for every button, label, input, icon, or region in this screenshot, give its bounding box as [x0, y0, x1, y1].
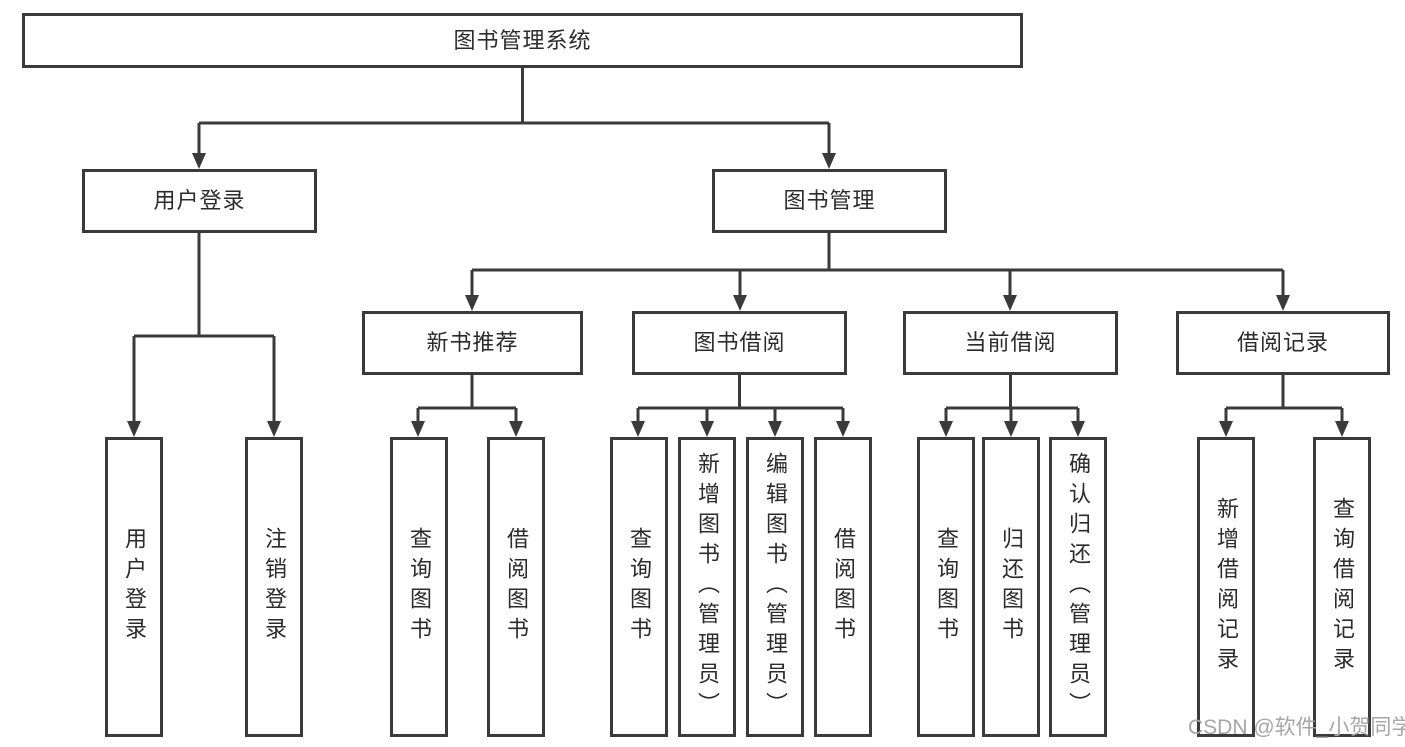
leaf-query-books-recommend: 查询图书 [390, 437, 448, 737]
csdn-watermark: CSDN @软件_小贺同学 [1188, 716, 1405, 739]
leaf-edit-book-admin: 编辑图书（管理员） [746, 437, 804, 737]
node-new-book-recommendation: 新书推荐 [362, 311, 583, 375]
leaf-return-book: 归还图书 [982, 437, 1040, 737]
node-book-borrowing: 图书借阅 [632, 311, 847, 375]
leaf-borrow-books-recommend: 借阅图书 [487, 437, 545, 737]
leaf-query-books-current: 查询图书 [917, 437, 975, 737]
node-user-login: 用户登录 [82, 169, 317, 233]
leaf-logout: 注销登录 [245, 437, 303, 737]
leaf-borrow-books: 借阅图书 [814, 437, 872, 737]
leaf-add-book-admin: 新增图书（管理员） [678, 437, 736, 737]
node-library-system: 图书管理系统 [22, 13, 1023, 68]
leaf-user-login: 用户登录 [105, 437, 163, 737]
node-borrowing-records: 借阅记录 [1176, 311, 1390, 375]
leaf-confirm-return-admin: 确认归还（管理员） [1049, 437, 1107, 737]
leaf-query-books-borrow: 查询图书 [610, 437, 668, 737]
leaf-add-borrow-record: 新增借阅记录 [1197, 437, 1255, 737]
node-current-borrowing: 当前借阅 [903, 311, 1118, 375]
leaf-query-borrow-record: 查询借阅记录 [1313, 437, 1371, 737]
node-book-management: 图书管理 [712, 169, 947, 233]
